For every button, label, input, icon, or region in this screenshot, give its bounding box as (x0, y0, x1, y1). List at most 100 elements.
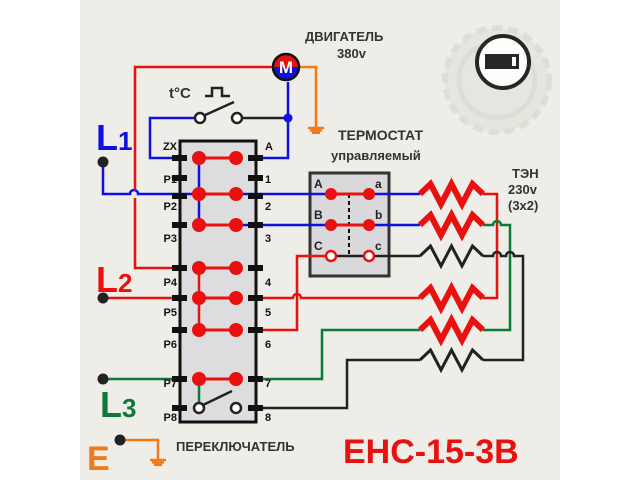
contact-dot (229, 291, 243, 305)
heater-element-icon (418, 242, 485, 270)
contact-dot (229, 187, 243, 201)
terminal-label-right: 2 (265, 201, 271, 213)
motor-icon (271, 52, 301, 82)
switch-contact (192, 401, 206, 415)
thermostat-terminal-label: a (375, 177, 382, 191)
contact-dot (192, 151, 206, 165)
terminal-right (248, 295, 263, 301)
contact-dot (192, 187, 206, 201)
phase-l3-label: L3 (100, 384, 136, 425)
terminal-label-right: 3 (265, 233, 271, 245)
wire-6-to-thermo-c (254, 254, 330, 332)
wire-motor-to-p4 (133, 65, 285, 270)
terminal-left (172, 327, 187, 333)
heater-element-icon (417, 281, 486, 315)
terminal-left (172, 405, 187, 411)
temp-switch-label: t°C (169, 85, 191, 102)
terminal-left (172, 265, 187, 271)
terminal-right (248, 327, 263, 333)
switch-contact (193, 111, 207, 125)
contact-dot (192, 291, 206, 305)
pulse-icon (205, 86, 230, 98)
wire-heater-return-green (483, 219, 512, 332)
terminal-label-right: A (265, 141, 273, 153)
terminal-left (172, 155, 187, 161)
terminal-right (248, 222, 263, 228)
contact-dot (229, 151, 243, 165)
contact-dot (363, 188, 375, 200)
terminal-left (172, 295, 187, 301)
motor-symbol: M (279, 58, 293, 77)
wire-heater-return-black (483, 250, 525, 362)
terminal-label-right: 4 (265, 277, 272, 289)
terminal-label-left: P8 (164, 412, 177, 424)
wire-zx-to-tswitch (148, 116, 200, 160)
terminal-right (248, 265, 263, 271)
terminal-label-left: ZX (163, 141, 178, 153)
junction-dot (283, 113, 293, 123)
heater-voltage: 230v (508, 182, 538, 197)
terminal-left (172, 222, 187, 228)
phase-l2-label: L2 (96, 259, 132, 300)
heater-element-icon (417, 208, 486, 242)
terminal-left (172, 193, 187, 199)
wire-7-to-heater (254, 328, 420, 381)
contact-dot (192, 323, 206, 337)
terminal-label-left: P6 (164, 339, 177, 351)
contact-dot (363, 219, 375, 231)
phase-l1-label: L1 (96, 117, 132, 158)
model-title: EHC-15-3B (343, 433, 519, 471)
thermostat-terminal-label: b (375, 208, 382, 222)
thermostat-terminal-label: c (375, 239, 382, 253)
switch-label: ПЕРЕКЛЮЧАТЕЛЬ (176, 439, 295, 454)
contact-dot (229, 372, 243, 386)
terminal-label-left: P4 (164, 277, 178, 289)
terminal-right (248, 405, 263, 411)
terminal-label-right: 1 (265, 174, 271, 186)
wire-a-to-motor (254, 82, 290, 160)
switch-lever (202, 389, 233, 407)
terminal-label-right: 8 (265, 412, 271, 424)
earth-label: E (87, 440, 110, 478)
thermostat-subtitle: управляемый (331, 148, 421, 163)
contact-dot (229, 218, 243, 232)
switch-contact (229, 401, 243, 415)
switch-contact (324, 249, 338, 263)
heater-name: ТЭН (512, 166, 539, 181)
phase-terminal-dot (97, 373, 109, 385)
terminal-right (248, 376, 263, 382)
contact-dot (229, 261, 243, 275)
heater-config: (3x2) (508, 198, 538, 213)
terminal-right (248, 193, 263, 199)
phase-terminal-dot (97, 292, 109, 304)
motor-icon (273, 54, 299, 67)
wire-5-to-heater (254, 292, 420, 300)
terminal-label-left: P7 (164, 378, 177, 390)
terminal-left (172, 376, 187, 382)
wire-8-to-heater (254, 358, 420, 410)
terminal-label-left: P5 (164, 307, 177, 319)
motor-voltage: 380v (337, 46, 367, 61)
terminal-left (172, 175, 187, 181)
switch-contact (362, 249, 376, 263)
thermostat-terminal-label: B (314, 208, 323, 222)
motor-icon (273, 67, 299, 80)
heater-element-icon (417, 313, 486, 347)
contact-dot (192, 218, 206, 232)
heater-element-icon (417, 177, 486, 211)
thermostat-terminal-label: C (314, 239, 323, 253)
contact-dot (192, 261, 206, 275)
wire-l1 (101, 162, 182, 196)
terminal-label-right: 5 (265, 307, 271, 319)
terminal-label-left: P2 (164, 201, 177, 213)
phase-terminal-dot (97, 156, 109, 168)
switch-body (178, 139, 258, 424)
gear-logo-icon (442, 25, 552, 135)
motor-name: ДВИГАТЕЛЬ (305, 29, 383, 44)
switch-lever (202, 100, 235, 118)
contact-dot (325, 188, 337, 200)
thermostat-terminal-label: A (314, 177, 323, 191)
terminal-label-left: P3 (164, 233, 177, 245)
